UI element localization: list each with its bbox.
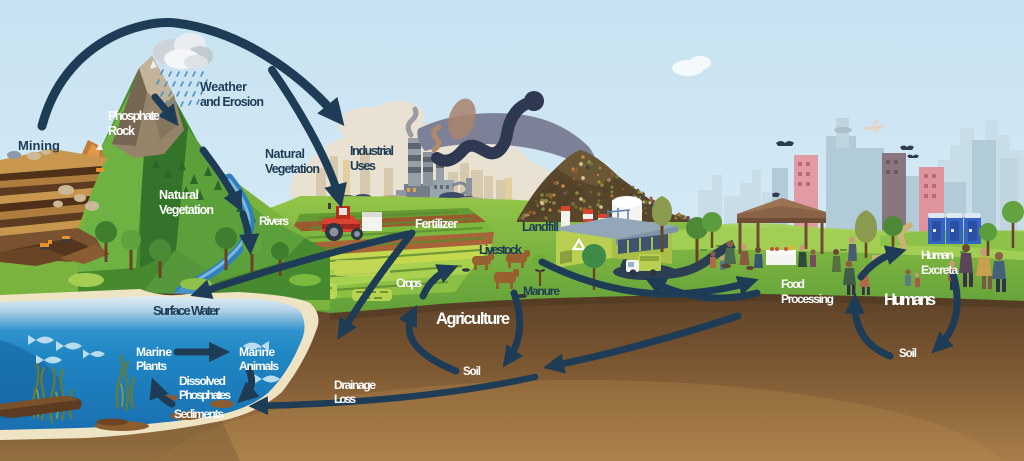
svg-text:Manure: Manure: [523, 284, 560, 298]
svg-text:Weather: Weather: [200, 80, 247, 94]
svg-text:Plants: Plants: [136, 359, 167, 373]
svg-text:Dissolved: Dissolved: [179, 374, 226, 388]
svg-text:Phosphates: Phosphates: [179, 388, 231, 402]
svg-text:Vegetation: Vegetation: [159, 203, 214, 217]
svg-text:Soil: Soil: [463, 366, 481, 378]
svg-text:Livestock: Livestock: [479, 243, 522, 257]
svg-text:Drainage: Drainage: [334, 378, 376, 392]
svg-text:Surface Water: Surface Water: [153, 303, 220, 318]
svg-text:Mining: Mining: [18, 138, 60, 153]
svg-text:Loss: Loss: [334, 392, 356, 406]
svg-text:Humans: Humans: [884, 291, 936, 309]
svg-text:Human: Human: [921, 248, 954, 262]
svg-text:Rivers: Rivers: [259, 214, 289, 228]
svg-text:and Erosion: and Erosion: [200, 95, 264, 109]
svg-text:Natural: Natural: [265, 147, 305, 161]
svg-text:Marine: Marine: [136, 345, 172, 359]
svg-text:Rock: Rock: [108, 124, 135, 138]
svg-text:Landfill: Landfill: [522, 220, 559, 234]
svg-text:Industrial: Industrial: [350, 144, 394, 158]
svg-text:Animals: Animals: [239, 359, 279, 373]
svg-text:Marine: Marine: [239, 345, 275, 359]
svg-text:Excreta: Excreta: [921, 263, 958, 277]
svg-text:Crops: Crops: [396, 276, 422, 290]
svg-text:Natural: Natural: [159, 188, 199, 202]
svg-text:Agriculture: Agriculture: [436, 310, 510, 328]
svg-text:Soil: Soil: [899, 348, 917, 360]
svg-text:Food: Food: [781, 277, 805, 291]
svg-text:Vegetation: Vegetation: [265, 162, 320, 176]
svg-text:Fertilizer: Fertilizer: [415, 217, 458, 231]
svg-text:Sediments: Sediments: [174, 407, 224, 421]
svg-text:Uses: Uses: [350, 159, 376, 173]
svg-text:Phosphate: Phosphate: [108, 109, 160, 123]
svg-text:Processing: Processing: [781, 292, 834, 306]
